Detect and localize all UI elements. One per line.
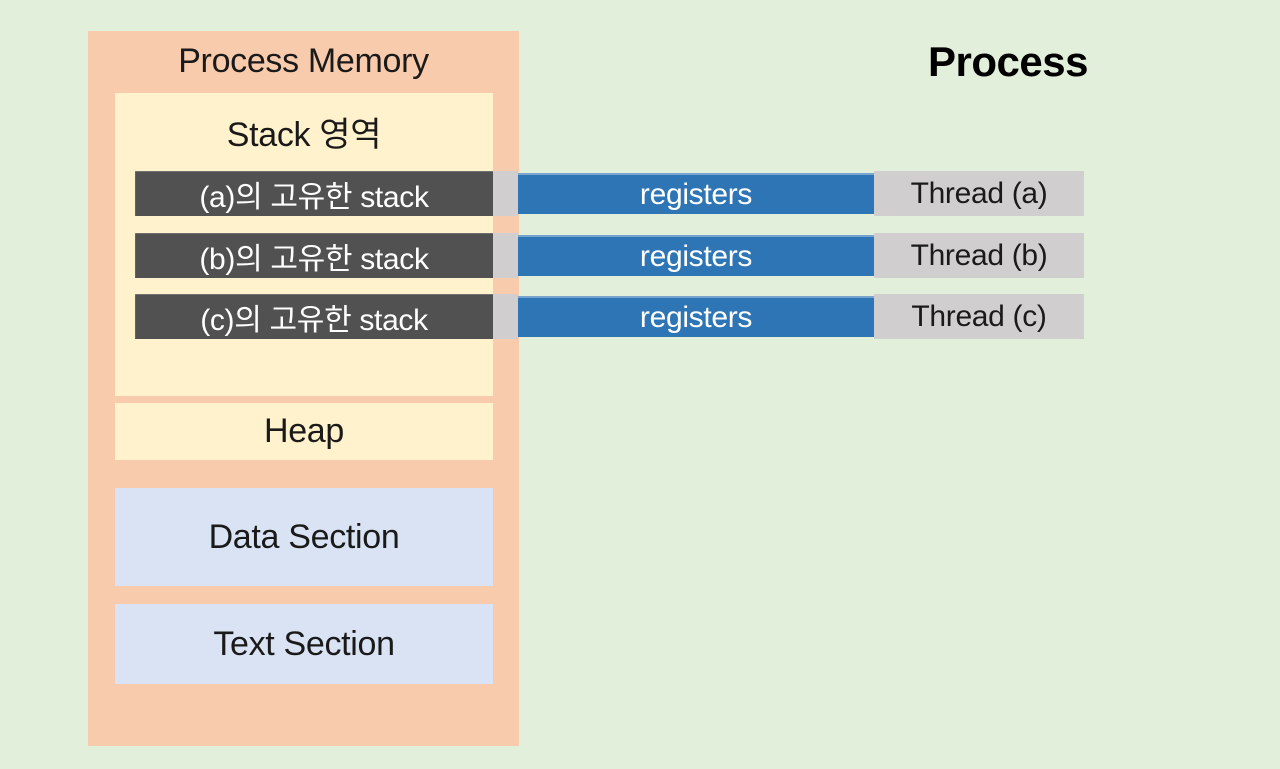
thread-a-label-bar: Thread (a) xyxy=(874,171,1084,216)
thread-row-c: (c)의 고유한 stack registers Thread (c) xyxy=(135,294,1084,339)
thread-c-connector xyxy=(493,294,518,339)
thread-b-stack-bar: (b)의 고유한 stack xyxy=(135,233,493,278)
thread-a-stack-bar: (a)의 고유한 stack xyxy=(135,171,493,216)
thread-b-label-bar: Thread (b) xyxy=(874,233,1084,278)
process-memory-label: Process Memory xyxy=(178,42,429,80)
thread-row-a: (a)의 고유한 stack registers Thread (a) xyxy=(135,171,1084,216)
process-memory-box: Process Memory Stack 영역 Heap Data Sectio… xyxy=(88,31,519,746)
thread-a-connector xyxy=(493,171,518,216)
thread-c-label-bar: Thread (c) xyxy=(874,294,1084,339)
thread-b-registers-bar: registers xyxy=(518,235,874,276)
process-title: Process xyxy=(928,38,1088,85)
thread-row-b: (b)의 고유한 stack registers Thread (b) xyxy=(135,233,1084,278)
text-section-box: Text Section xyxy=(115,604,493,684)
thread-c-registers-bar: registers xyxy=(518,296,874,337)
thread-c-stack-bar: (c)의 고유한 stack xyxy=(135,294,493,339)
thread-a-registers-bar: registers xyxy=(518,173,874,214)
thread-b-connector xyxy=(493,233,518,278)
stack-region-label: Stack 영역 xyxy=(226,116,382,154)
heap-box: Heap xyxy=(115,403,493,460)
data-section-box: Data Section xyxy=(115,488,493,586)
